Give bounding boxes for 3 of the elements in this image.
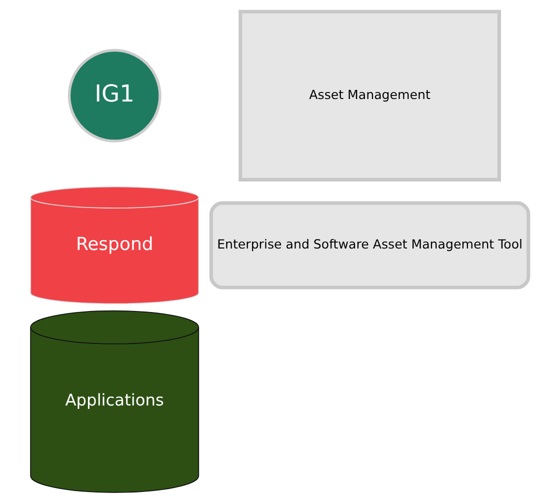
node-circle: IG1 [68,48,162,142]
node-box: Enterprise and Software Asset Management Tool [209,201,530,290]
node-box: Asset Management [238,10,501,182]
